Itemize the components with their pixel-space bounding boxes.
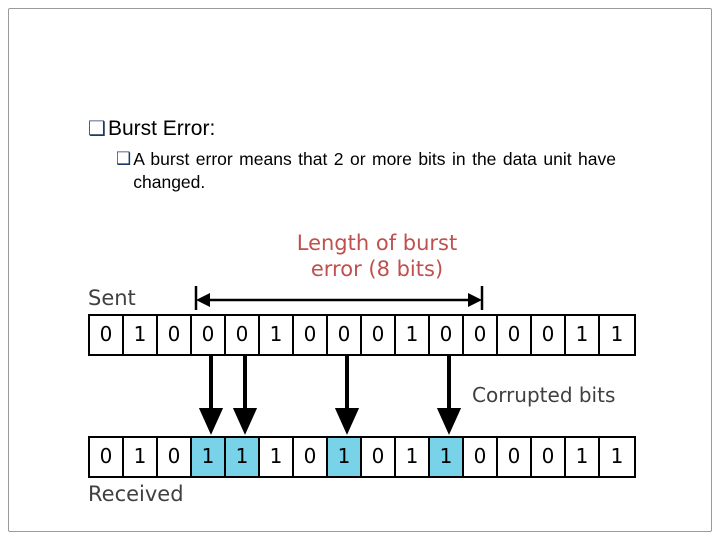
sent-bit-cell: 1 [396, 316, 430, 354]
sent-bit-cell: 0 [90, 316, 124, 354]
sent-bit-cell: 0 [158, 316, 192, 354]
sent-bit-cell: 0 [362, 316, 396, 354]
bullet-list: ❑ Burst Error: ❑ A burst error means tha… [88, 116, 678, 194]
received-bit-cell: 0 [158, 438, 192, 476]
received-bit-cell-corrupted: 1 [430, 438, 464, 476]
sent-bit-cell: 0 [430, 316, 464, 354]
burst-error-figure: Length of burst error (8 bits) Sent Rece… [82, 228, 672, 514]
received-bit-cell: 0 [362, 438, 396, 476]
sent-bit-cell: 0 [498, 316, 532, 354]
burst-length-arrow-icon [194, 286, 484, 310]
bullet-level2: ❑ A burst error means that 2 or more bit… [116, 148, 616, 194]
bullet-level1: ❑ Burst Error: [88, 116, 678, 142]
bullet-level1-text: Burst Error: [107, 117, 216, 140]
received-bit-cell: 0 [532, 438, 566, 476]
bullet-level2-text: A burst error means that 2 or more bits … [133, 149, 616, 192]
received-bit-cell-corrupted: 1 [192, 438, 226, 476]
received-bit-cell: 1 [566, 438, 600, 476]
sent-bit-cell: 1 [566, 316, 600, 354]
figure-title-line2: error (8 bits) [310, 257, 444, 282]
received-bit-cell: 0 [90, 438, 124, 476]
received-bit-cell: 1 [600, 438, 634, 476]
sent-bit-cell: 0 [226, 316, 260, 354]
figure-title: Length of burst error (8 bits) [252, 230, 502, 283]
figure-title-line1: Length of burst [296, 231, 458, 255]
received-bit-cell: 0 [498, 438, 532, 476]
received-bit-cell-corrupted: 1 [328, 438, 362, 476]
bullet-marker-icon: ❑ [88, 116, 106, 140]
received-bit-cell: 1 [396, 438, 430, 476]
received-bit-cell: 0 [294, 438, 328, 476]
sent-bit-cell: 1 [600, 316, 634, 354]
sent-bit-cell: 0 [532, 316, 566, 354]
received-label: Received [88, 482, 184, 506]
received-bit-cell: 1 [260, 438, 294, 476]
sent-label: Sent [88, 286, 136, 310]
received-bit-cell-corrupted: 1 [226, 438, 260, 476]
received-bit-cell: 0 [464, 438, 498, 476]
sent-bit-cell: 0 [328, 316, 362, 354]
sent-bit-cell: 0 [192, 316, 226, 354]
sent-bit-cell: 0 [294, 316, 328, 354]
corrupted-bits-label: Corrupted bits [472, 383, 616, 407]
sent-bit-cell: 1 [260, 316, 294, 354]
received-bit-cell: 1 [124, 438, 158, 476]
bullet-marker-icon: ❑ [116, 149, 132, 170]
sent-bit-cell: 1 [124, 316, 158, 354]
sent-bit-cell: 0 [464, 316, 498, 354]
